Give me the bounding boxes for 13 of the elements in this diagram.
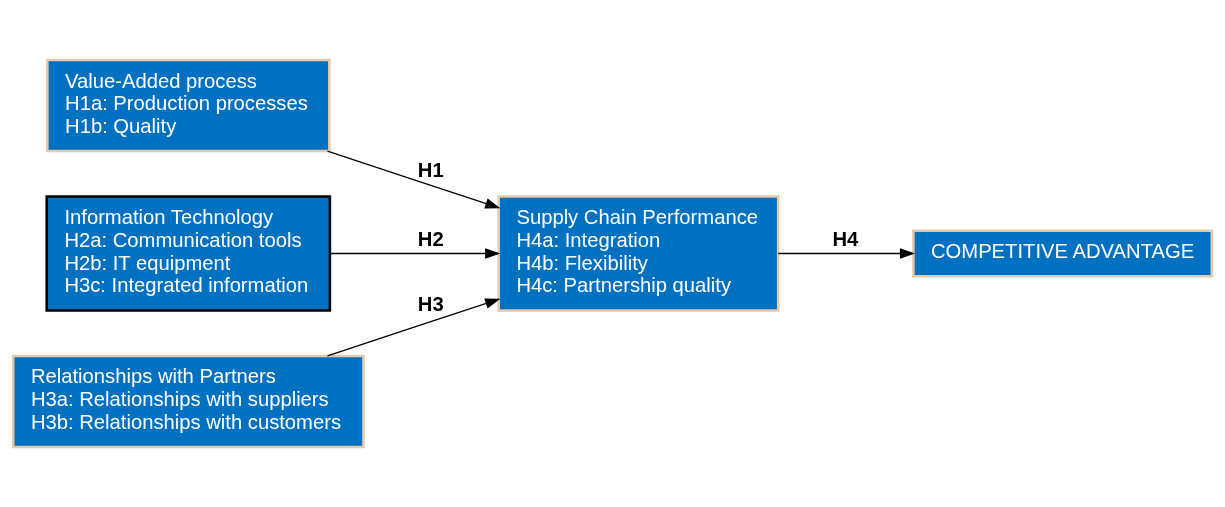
edge-label: H1: [417, 159, 444, 182]
node-box: Information Technology H2a: Communication tools H2b: IT equipment H3c: Integrated information: [45, 195, 332, 312]
node-box: Value-Added process H1a: Production processes H1b: Quality: [46, 58, 331, 153]
arrow: [326, 298, 501, 357]
edge-label: H4: [832, 227, 859, 250]
arrow: [329, 248, 501, 259]
edge-label: H2: [417, 227, 444, 250]
node-box: Supply Chain Performance H4a: Integration H4b: Flexibility H4c: Partnership quality: [497, 195, 780, 312]
node-box: Relationships with Partners H3a: Relationships with suppliers H3b: Relationships with customers: [11, 354, 365, 449]
node-box: COMPETITIVE ADVANTAGE: [912, 229, 1214, 278]
arrow: [326, 150, 501, 209]
arrow: [777, 248, 916, 259]
edge-label: H3: [417, 293, 444, 316]
